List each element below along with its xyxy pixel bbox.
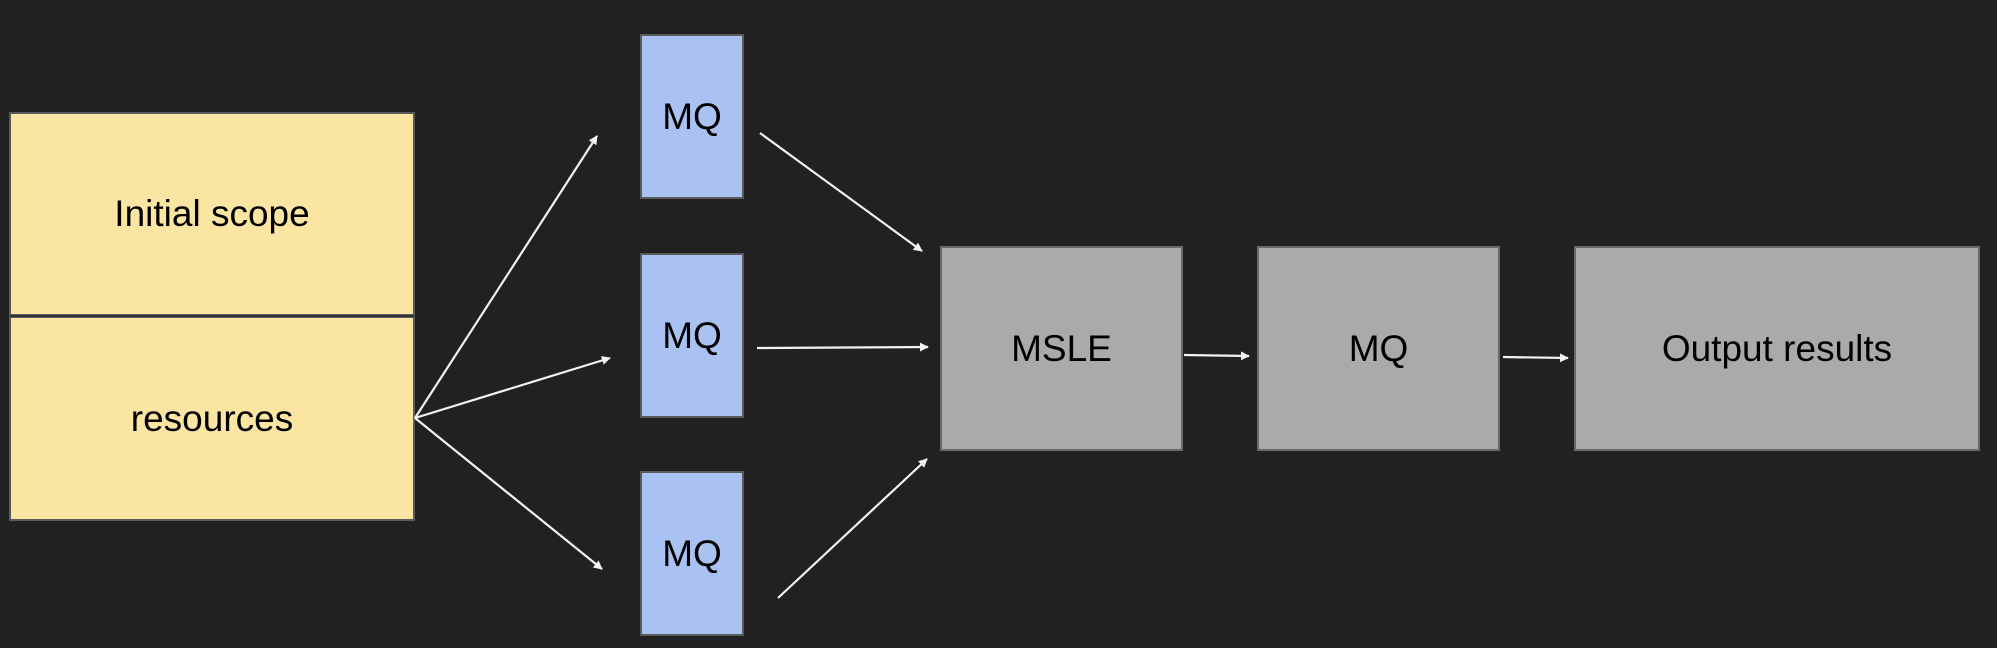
arrow-resources-to-mq-middle: [414, 356, 611, 420]
arrow-mq-bottom-to-msle: [777, 458, 928, 599]
mq-middle-node: MQ: [640, 253, 744, 418]
output-results-label: Output results: [1661, 327, 1893, 369]
arrow-resources-to-mq-bottom: [414, 417, 603, 570]
mq-top-node: MQ: [640, 34, 744, 199]
mq-bottom-label: MQ: [662, 532, 722, 574]
initial-scope-label: Initial scope: [114, 193, 310, 234]
initial-scope-node: Initial scope: [9, 112, 415, 316]
msle-label: MSLE: [1011, 327, 1112, 369]
mq-bottom-node: MQ: [640, 471, 744, 636]
resources-label: resources: [130, 397, 294, 439]
input-divider: [10, 315, 414, 317]
arrow-msle-to-mq-final: [1183, 351, 1250, 361]
arrow-resources-to-mq-top: [414, 135, 598, 419]
mq-final-label: MQ: [1348, 327, 1409, 369]
arrow-mq-final-to-output: [1502, 353, 1569, 363]
output-results-node: Output results: [1574, 246, 1980, 451]
mq-top-label: MQ: [662, 95, 722, 137]
msle-node: MSLE: [940, 246, 1183, 451]
resources-node: resources: [9, 316, 415, 521]
arrow-mq-top-to-msle: [759, 132, 923, 252]
mq-final-node: MQ: [1257, 246, 1500, 451]
mq-middle-label: MQ: [662, 314, 722, 356]
arrow-mq-middle-to-msle: [756, 342, 929, 352]
